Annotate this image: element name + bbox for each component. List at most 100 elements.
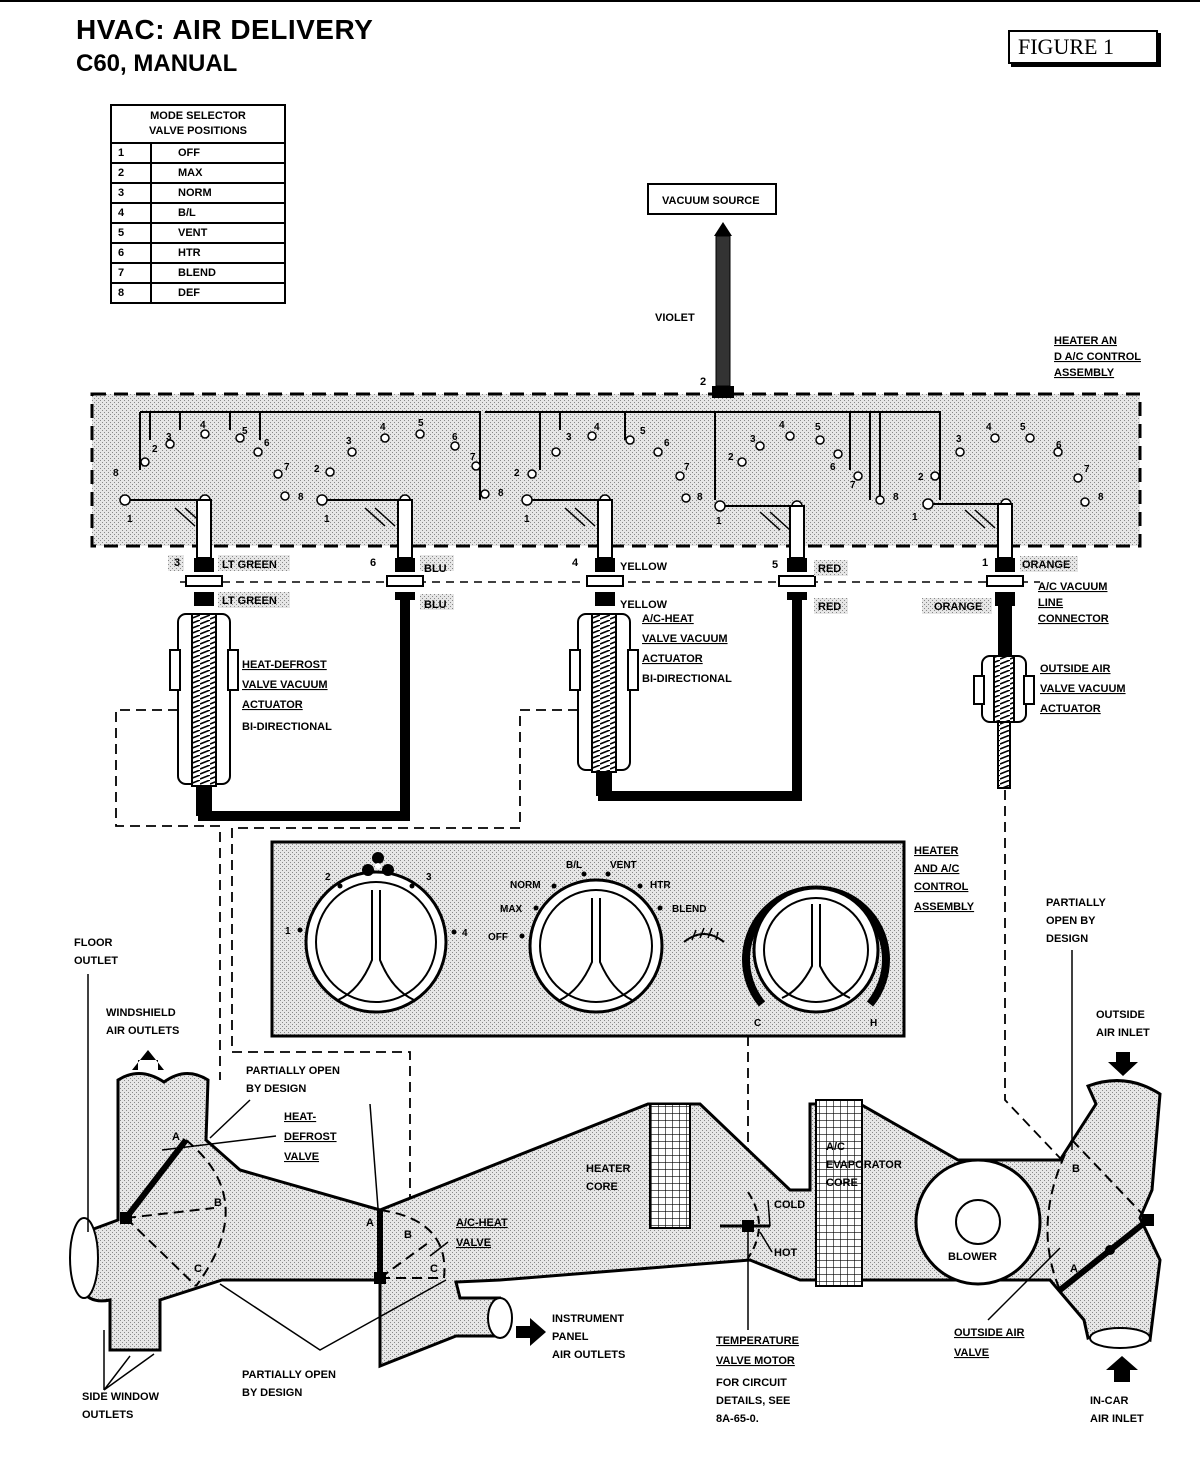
- air-duct-assembly: [69, 1072, 1162, 1369]
- hose-stems: [196, 499, 1013, 559]
- evap-line1: A/C: [826, 1141, 845, 1153]
- violet-hose: [715, 235, 731, 387]
- windshield-arrow-icon: [132, 1050, 164, 1070]
- heat-defrost-actuator-label: HEAT-DEFROST VALVE VACUUM ACTUATOR BI-DI…: [242, 659, 332, 733]
- blower-label: BLOWER: [948, 1251, 997, 1263]
- hd-actuator-line2: VALVE VACUUM: [242, 679, 328, 691]
- fan-positions: 1 2 3 4: [285, 872, 468, 939]
- outside-air-arrow-icon: [1108, 1052, 1138, 1076]
- hose-port-blu: 6: [370, 557, 376, 569]
- mode-name: BLEND: [150, 262, 286, 284]
- mode-label-bl: B/L: [566, 860, 582, 871]
- mode-dots: [519, 871, 663, 939]
- svg-text:7: 7: [284, 462, 290, 473]
- po-right-line1: PARTIALLY: [1046, 897, 1107, 909]
- ach-actuator-line3: ACTUATOR: [642, 653, 703, 665]
- svg-text:3: 3: [166, 432, 172, 443]
- floor-outlet-opening: [69, 1217, 99, 1299]
- svg-text:1: 1: [324, 514, 330, 525]
- svg-text:8: 8: [1098, 492, 1104, 503]
- mode-name: HTR: [150, 242, 286, 264]
- temp-labels: C H: [754, 1018, 877, 1029]
- fan-icon: [362, 852, 394, 876]
- right-valve-b: B: [1072, 1163, 1080, 1175]
- windshield-line2: AIR OUTLETS: [106, 1025, 179, 1037]
- mode-num: 2: [110, 162, 152, 184]
- in-car-line1: IN-CAR: [1090, 1395, 1129, 1407]
- svg-text:2: 2: [152, 444, 158, 455]
- cold-label: COLD: [774, 1199, 805, 1211]
- svg-text:5: 5: [418, 418, 424, 429]
- temperature-knob[interactable]: [742, 885, 890, 1014]
- side-window-line2: OUTLETS: [82, 1409, 133, 1421]
- mid-valve-c: C: [430, 1263, 438, 1275]
- ach-valve-line2: VALVE: [456, 1237, 491, 1249]
- mode-knob[interactable]: [528, 878, 664, 1014]
- ip-line2: PANEL: [552, 1331, 589, 1343]
- panel-label-line2: AND A/C: [914, 863, 959, 875]
- fan-knob[interactable]: [304, 870, 448, 1014]
- svg-text:2: 2: [728, 452, 734, 463]
- svg-text:6: 6: [1056, 440, 1062, 451]
- control-panel: 1 2 3 4 OFF MAX NORM B/L VENT HTR BLEND: [270, 840, 906, 1038]
- red-hose: [598, 600, 802, 801]
- circuit-note-line1: FOR CIRCUIT: [716, 1377, 787, 1389]
- valve-hatch-marks: [174, 507, 996, 531]
- hose-label-red-upper: RED: [818, 563, 841, 575]
- temp-hot-label: H: [870, 1018, 877, 1029]
- floor-outlet-line1: FLOOR: [74, 937, 113, 949]
- ac-heat-actuator: [569, 613, 639, 796]
- hose-label-ltgreen-lower: LT GREEN: [222, 595, 277, 607]
- po-bottom-line2: BY DESIGN: [242, 1387, 302, 1399]
- mode-num: 4: [110, 202, 152, 224]
- mid-valve-a: A: [366, 1217, 374, 1229]
- mode-name: VENT: [150, 222, 286, 244]
- violet-port-label: 2: [700, 376, 706, 388]
- ach-actuator-line4: BI-DIRECTIONAL: [642, 673, 732, 685]
- hose-label-blu-lower: BLU: [424, 599, 447, 611]
- mode-num: 7: [110, 262, 152, 284]
- fan-dots: [297, 883, 457, 935]
- hot-label: HOT: [774, 1247, 798, 1259]
- vacuum-source: VACUUM SOURCE VIOLET 2: [647, 183, 777, 388]
- hd-actuator-line4: BI-DIRECTIONAL: [242, 721, 332, 733]
- page-subtitle: C60, MANUAL: [76, 50, 238, 77]
- hose-label-yellow-lower: YELLOW: [620, 599, 668, 611]
- figure-label: FIGURE 1: [1008, 30, 1158, 64]
- blu-hose: [198, 600, 410, 821]
- po-top-line1: PARTIALLY OPEN: [246, 1065, 340, 1077]
- oa-actuator-line3: ACTUATOR: [1040, 703, 1101, 715]
- svg-text:3: 3: [346, 436, 352, 447]
- svg-text:5: 5: [815, 422, 821, 433]
- svg-text:7: 7: [684, 462, 690, 473]
- svg-text:5: 5: [640, 426, 646, 437]
- control-assembly-line2: D A/C CONTROL: [1054, 351, 1141, 363]
- mode-name: MAX: [150, 162, 286, 184]
- mode-table-header: MODE SELECTOR VALVE POSITIONS: [110, 104, 286, 144]
- left-valve-c: C: [194, 1263, 202, 1275]
- mode-num: 1: [110, 142, 152, 164]
- page-title: HVAC: AIR DELIVERY: [76, 14, 374, 45]
- hose-label-yellow-upper: YELLOW: [620, 561, 668, 573]
- ip-line3: AIR OUTLETS: [552, 1349, 625, 1361]
- svg-text:8: 8: [697, 492, 703, 503]
- mode-label-vent: VENT: [610, 860, 637, 871]
- mode-name: OFF: [150, 142, 286, 164]
- defrost-icon: [683, 927, 725, 943]
- po-bottom-line1: PARTIALLY OPEN: [242, 1369, 336, 1381]
- right-valve-a: A: [1070, 1263, 1078, 1275]
- mode-label-norm: NORM: [510, 880, 541, 891]
- outside-air-actuator-label: OUTSIDE AIR VALVE VACUUM ACTUATOR: [1040, 663, 1126, 715]
- side-window-line1: SIDE WINDOW: [82, 1391, 160, 1403]
- po-right-line3: DESIGN: [1046, 933, 1088, 945]
- floor-outlet-line2: OUTLET: [74, 955, 118, 967]
- svg-text:1: 1: [127, 514, 133, 525]
- panel-label-line4: ASSEMBLY: [914, 901, 975, 913]
- svg-text:5: 5: [1020, 422, 1026, 433]
- oa-inlet-line1: OUTSIDE: [1096, 1009, 1145, 1021]
- evaporator-core-grid: [815, 1099, 863, 1287]
